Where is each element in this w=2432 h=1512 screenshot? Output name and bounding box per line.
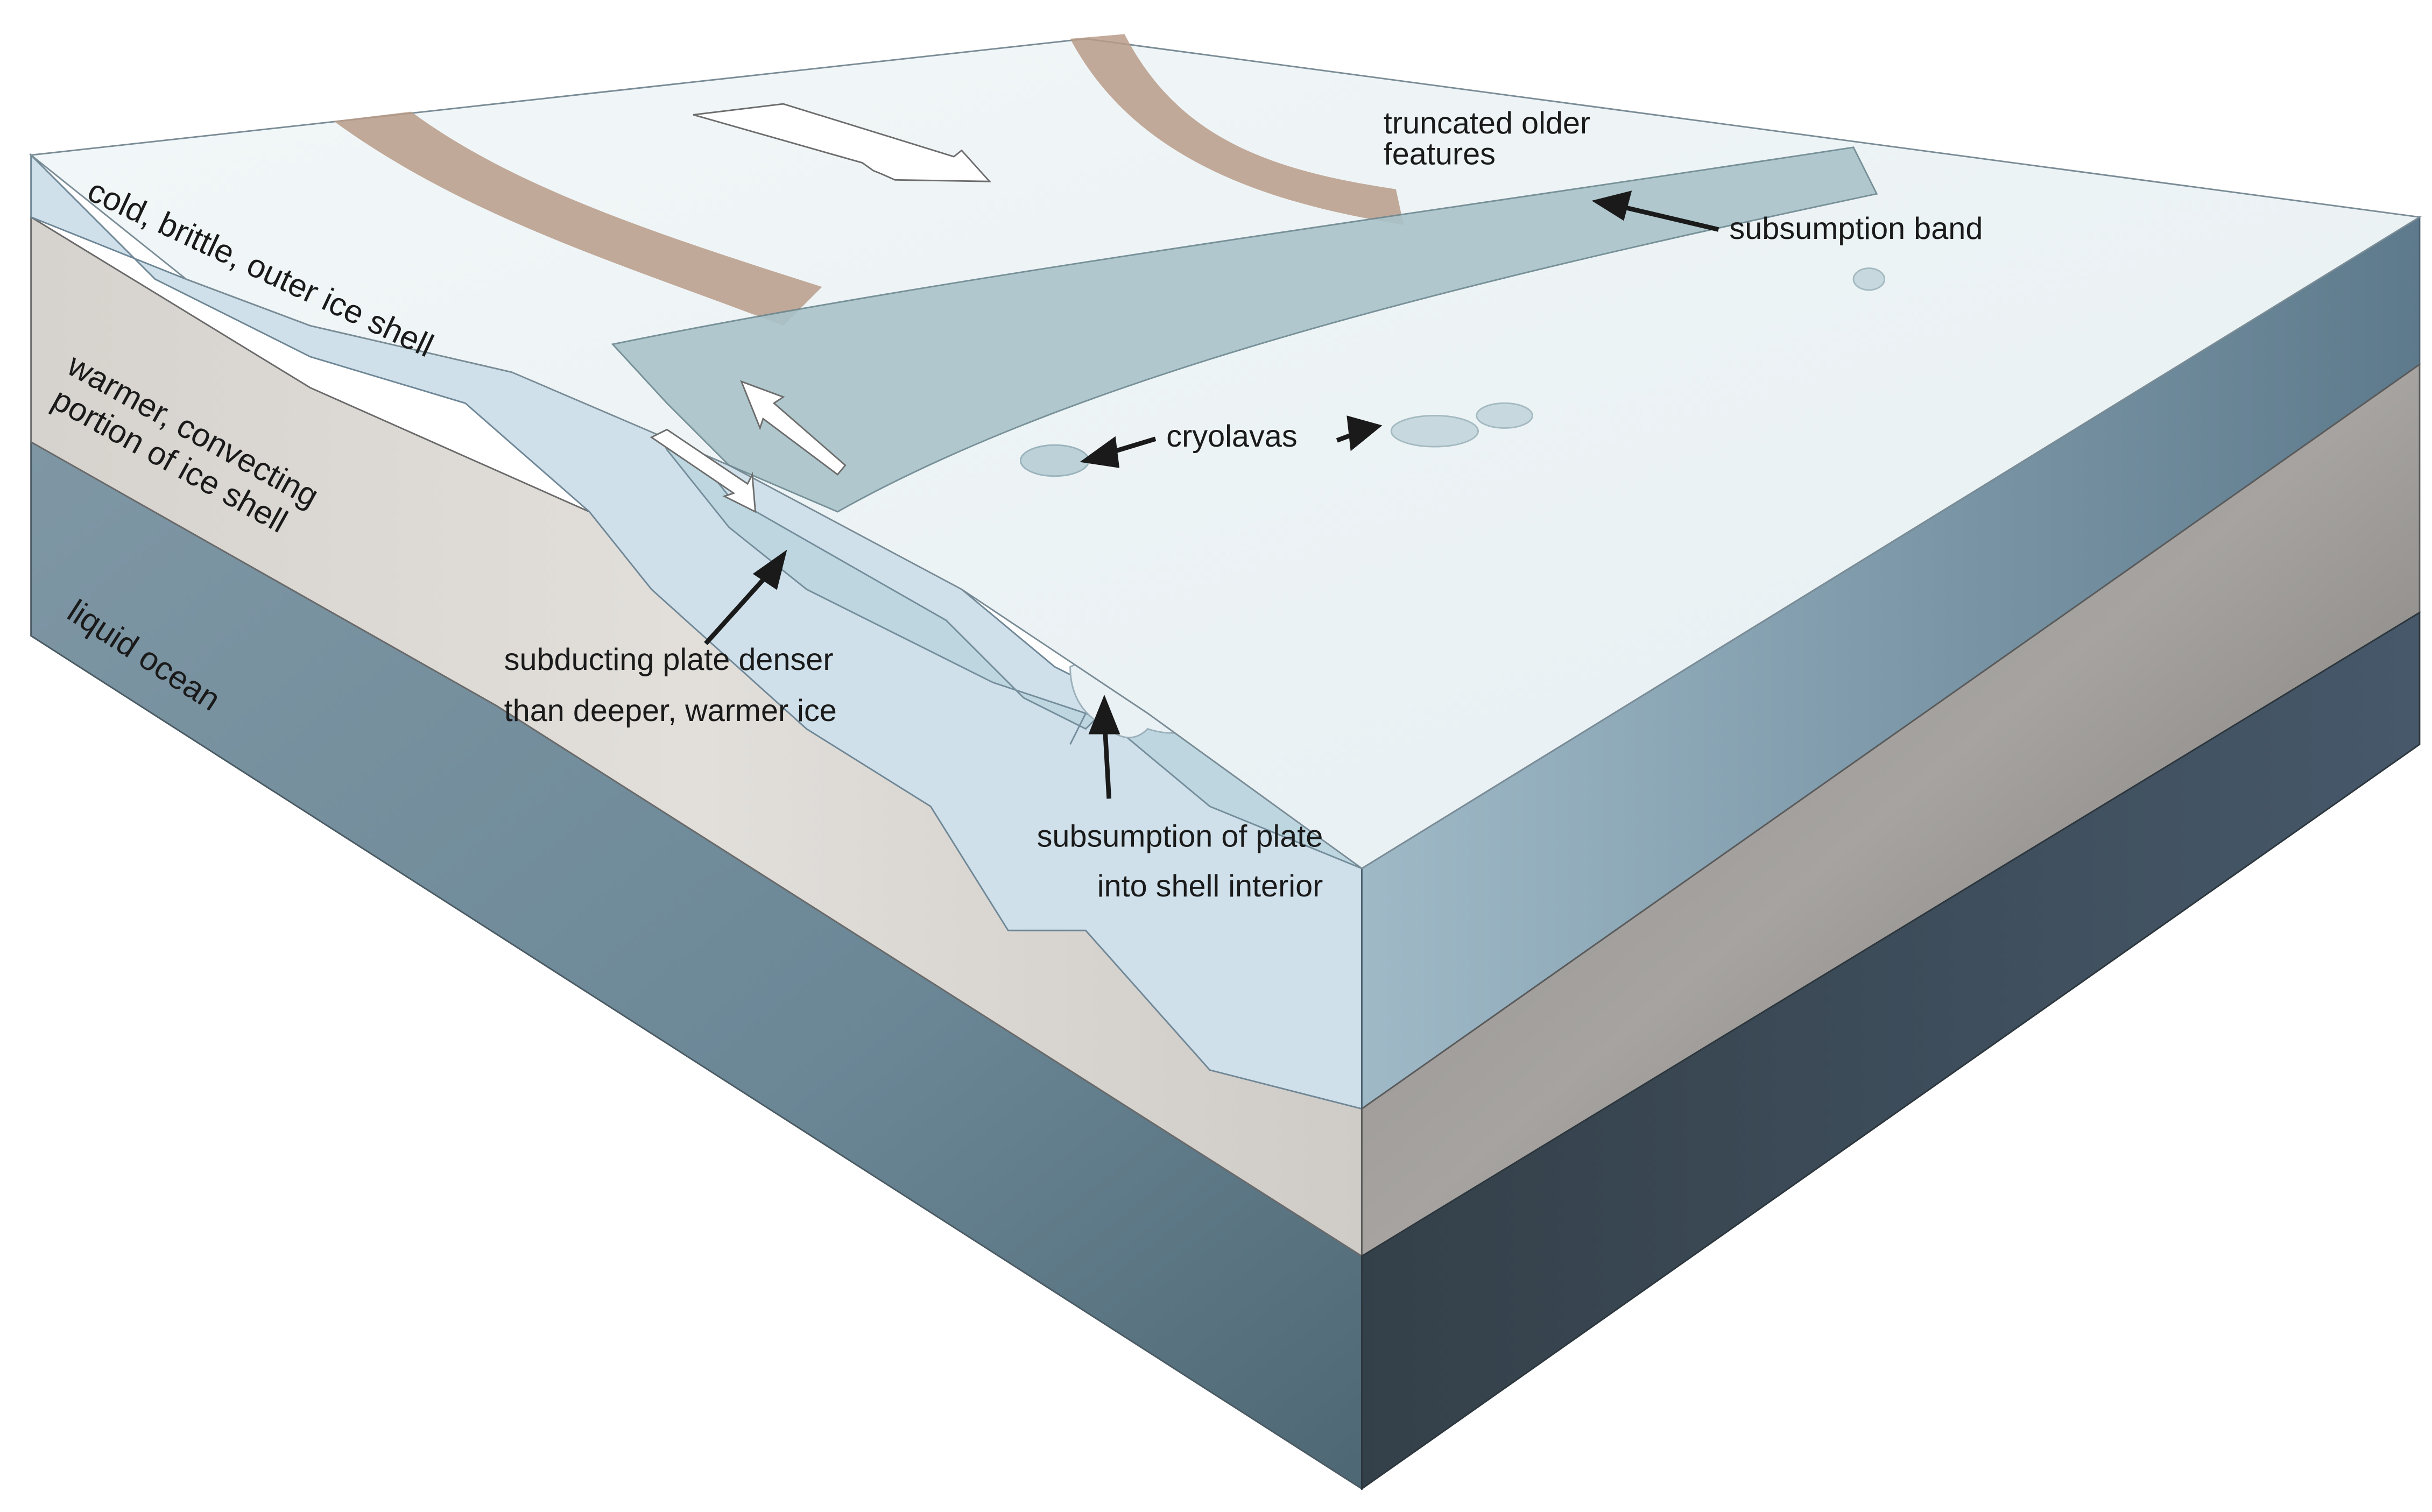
- plate-motion-arrow-icon: [693, 103, 992, 182]
- label-subsumption-plate-line2: into shell interior: [1097, 869, 1323, 903]
- label-subducting-line2: than deeper, warmer ice: [504, 694, 837, 728]
- cryolava-blob-3: [1476, 402, 1533, 429]
- subducting-plate: [612, 343, 1363, 870]
- subsumption-band-arrow-icon: [1612, 202, 1719, 232]
- label-cryolavas: cryolavas: [1166, 419, 1297, 454]
- label-truncated-line2: features: [1384, 137, 1496, 171]
- cryolava-blob-2: [1390, 414, 1479, 448]
- label-subsumption-plate-line1: subsumption of plate: [1037, 819, 1323, 854]
- label-truncated-line1: truncated older: [1384, 106, 1590, 140]
- older-feature-band-1: [333, 111, 822, 326]
- label-arrows: [704, 190, 1719, 799]
- cryolava-blob-1: [1019, 444, 1090, 477]
- ocean-layer-right: [1360, 611, 2421, 1490]
- older-feature-band-2: [1070, 34, 1404, 225]
- cryolava-blob-4: [1852, 267, 1886, 291]
- subduction-up-arrow-icon: [740, 380, 847, 476]
- label-subsumption-band: subsumption band: [1729, 211, 1983, 246]
- label-subducting-line1: subducting plate denser: [504, 642, 834, 677]
- subduction-down-arrow-icon: [650, 428, 757, 513]
- subsumption-band: [611, 146, 1878, 513]
